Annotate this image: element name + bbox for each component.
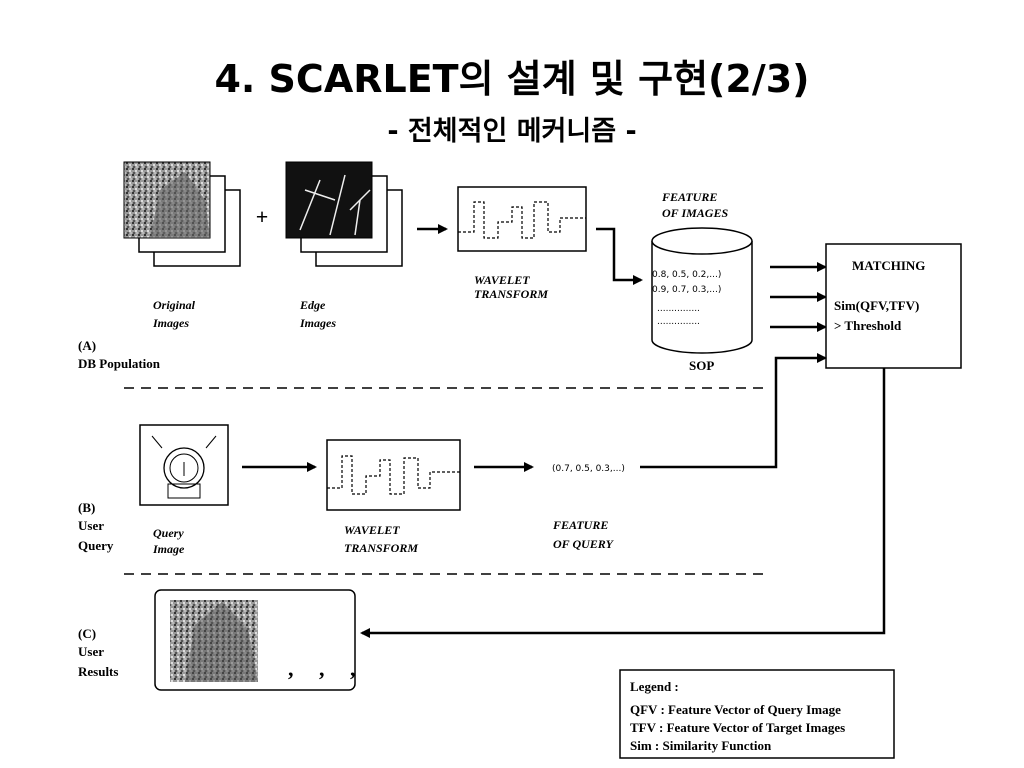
edge-label-line1: Edge <box>299 298 326 312</box>
matching-line-1: Sim(QFV,TFV) <box>834 298 919 313</box>
wavelet-label-a-line2: TRANSFORM <box>474 287 548 301</box>
legend-title: Legend : <box>630 679 679 694</box>
wavelet-label-b-line1: WAVELET <box>344 523 400 537</box>
arrow-matching-to-results <box>360 368 886 638</box>
feature-dots-2: ............... <box>657 317 700 327</box>
wavelet-label-a-line1: WAVELET <box>474 273 530 287</box>
legend-box <box>619 669 895 759</box>
query-feature-vector: (0.7, 0.5, 0.3,...) <box>552 464 625 474</box>
feature-query-label-line1: FEATURE <box>552 518 608 532</box>
plus-sign: + <box>256 204 269 229</box>
section-a-id: (A) <box>78 338 96 353</box>
section-c-name-line1: User <box>78 644 104 659</box>
original-label-line1: Original <box>153 298 196 312</box>
original-label-line2: Images <box>152 316 189 330</box>
query-label-line2: Image <box>152 542 185 556</box>
section-b-name-line1: User <box>78 518 104 533</box>
wavelet-label-b-line2: TRANSFORM <box>344 541 418 555</box>
page-subtitle: - 전체적인 메커니즘 - <box>387 116 636 147</box>
section-c-name-line2: Results <box>78 664 118 679</box>
results-ellipsis: , , , <box>288 656 366 681</box>
query-label-line1: Query <box>153 526 184 540</box>
sop-label: SOP <box>689 358 714 373</box>
matching-box <box>825 243 962 369</box>
feature-dots-1: ............... <box>657 304 700 314</box>
section-c-id: (C) <box>78 626 96 641</box>
feature-query-label-line2: OF QUERY <box>553 537 615 551</box>
matching-line-2: > Threshold <box>834 318 902 333</box>
section-a-name: DB Population <box>78 356 161 371</box>
edge-image-thumbnail <box>285 161 373 239</box>
wavelet-box-b <box>326 439 461 511</box>
edge-images-stack <box>285 161 403 267</box>
arrow-wavelet-to-database <box>596 227 643 285</box>
section-b-id: (B) <box>78 500 95 515</box>
section-b-name-line2: Query <box>78 538 114 553</box>
edge-label-line2: Images <box>299 316 336 330</box>
feature-images-label-line1: FEATURE <box>661 190 717 204</box>
legend-line-1: QFV : Feature Vector of Query Image <box>630 702 841 717</box>
feature-vector-2: 0.9, 0.7, 0.3,...) <box>652 285 721 295</box>
original-images-stack <box>123 161 241 267</box>
legend-line-3: Sim : Similarity Function <box>630 738 772 753</box>
feature-vector-1: 0.8, 0.5, 0.2,...) <box>652 270 721 280</box>
query-image <box>139 424 229 506</box>
wavelet-box-a <box>457 186 587 252</box>
legend-line-2: TFV : Feature Vector of Target Images <box>630 720 845 735</box>
page-title: 4. SCARLET의 설계 및 구현(2/3) <box>214 57 809 101</box>
feature-images-label-line2: OF IMAGES <box>662 206 728 220</box>
results-box <box>154 589 356 691</box>
feature-database-cylinder <box>651 227 753 354</box>
matching-title: MATCHING <box>852 258 925 273</box>
arrow-query-to-matching <box>640 353 827 469</box>
